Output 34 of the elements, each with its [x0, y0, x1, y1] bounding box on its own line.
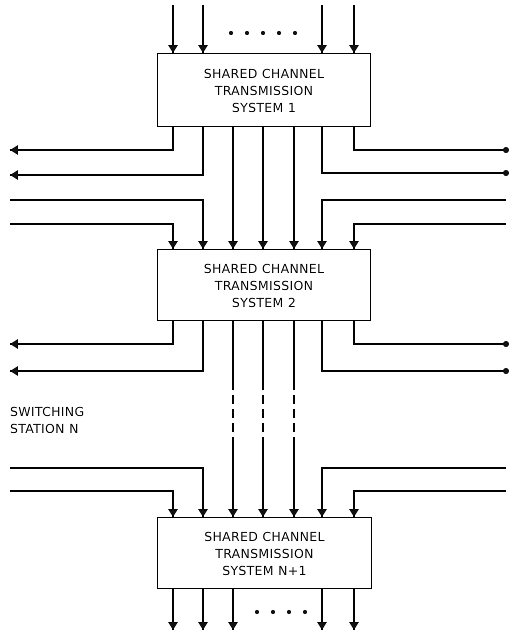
side-label: SWITCHING STATION N: [10, 403, 86, 437]
arrow: [228, 321, 238, 517]
arrow: [317, 5, 327, 53]
box-label: SHARED CHANNEL TRANSMISSION SYSTEM N+1: [203, 528, 326, 578]
box-label: SHARED CHANNEL TRANSMISSION SYSTEM 1: [202, 64, 326, 116]
arrow: [10, 321, 174, 349]
arrow: [258, 321, 268, 517]
arrow: [168, 589, 178, 630]
arrow: [10, 321, 204, 376]
arrow: [10, 127, 174, 155]
arrow: [317, 589, 327, 630]
arrow: [349, 5, 359, 53]
arrow: [258, 127, 268, 249]
process-box: [157, 53, 371, 127]
arrow: [10, 490, 178, 517]
process-box: [157, 517, 372, 589]
arrow: [198, 589, 208, 630]
arrow: [317, 199, 506, 249]
arrow: [317, 467, 506, 517]
arrow: [168, 5, 178, 53]
arrow: [10, 127, 204, 180]
arrow: [10, 467, 208, 517]
arrow: [289, 321, 299, 517]
box-label: SHARED CHANNEL TRANSMISSION SYSTEM 2: [202, 260, 326, 310]
arrow: [198, 5, 208, 53]
arrow: [10, 199, 208, 249]
arrow: [289, 127, 299, 249]
arrow: [349, 589, 359, 630]
arrow: [349, 490, 506, 517]
arrow: [349, 223, 506, 249]
arrow: [10, 223, 178, 249]
process-box: [157, 249, 371, 321]
arrow: [228, 589, 238, 630]
arrow: [228, 127, 238, 249]
